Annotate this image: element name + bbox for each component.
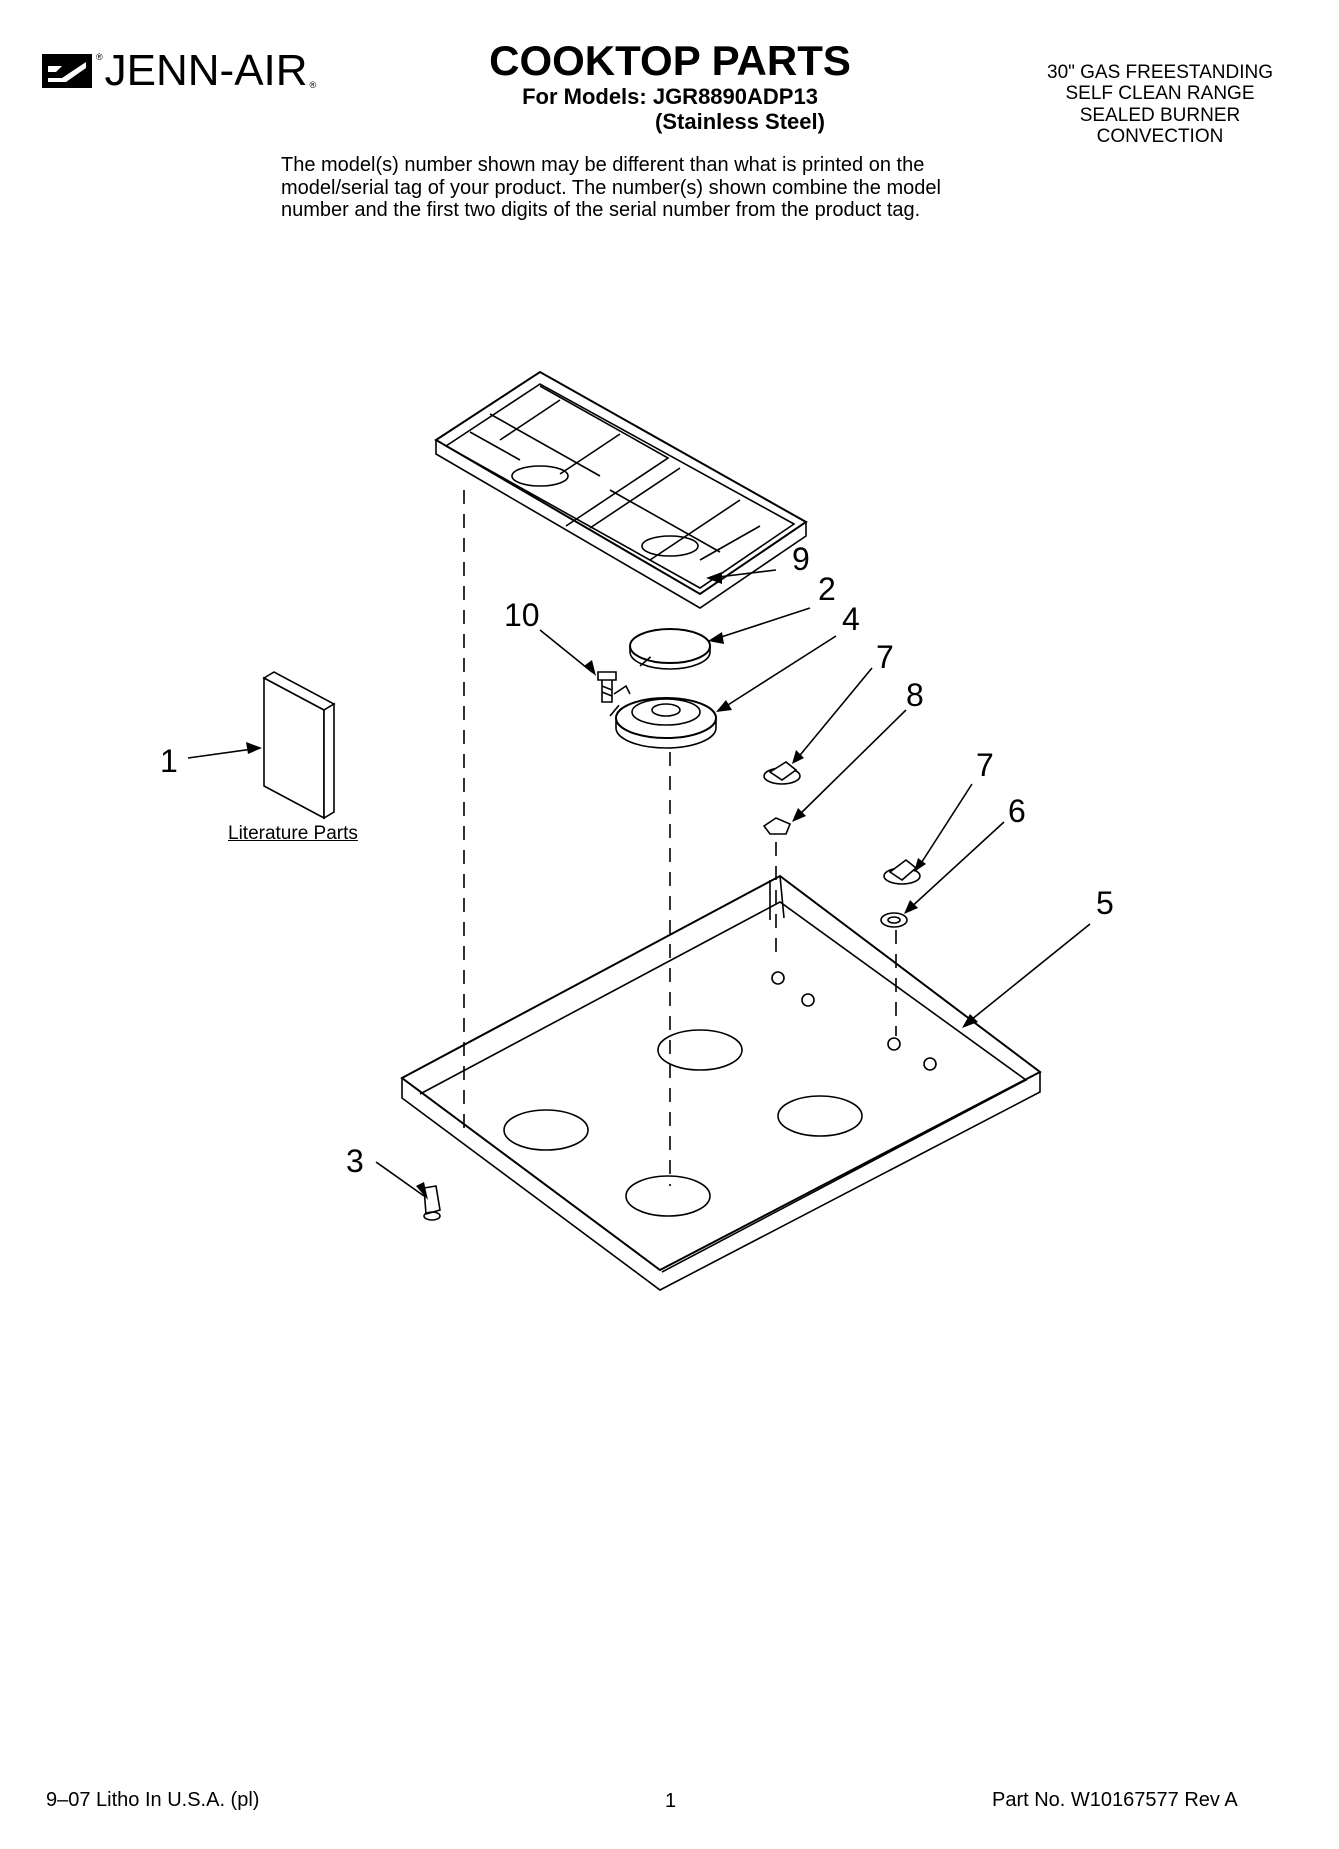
title-block: COOKTOP PARTS For Models: JGR8890ADP13 (…	[460, 40, 880, 136]
callout-6: 6	[1008, 793, 1026, 829]
models-line: For Models: JGR8890ADP13	[522, 84, 818, 109]
brand-wordmark: JENN-AIR	[104, 46, 308, 95]
burner-cap	[629, 628, 711, 670]
callout-2: 2	[818, 571, 836, 607]
callout-9: 9	[792, 541, 810, 577]
page-number: 1	[665, 1790, 677, 1812]
knob-bezel-upper	[762, 817, 792, 835]
knob-bezel-lower	[880, 912, 908, 928]
screw	[597, 671, 631, 703]
model-disclaimer: The model(s) number shown may be differe…	[281, 154, 1081, 222]
product-type-line: SEALED BURNER	[1079, 104, 1241, 126]
cooktop-bumper	[423, 1185, 441, 1221]
callout-3: 3	[346, 1143, 364, 1179]
brand-logo: ® JENN-AIR ®	[42, 46, 316, 96]
callout-7-lower: 7	[976, 747, 994, 783]
literature-booklet	[262, 671, 336, 820]
callout-1: 1	[160, 743, 178, 779]
disclaimer-line: number and the first two digits of the s…	[281, 199, 921, 222]
cooktop	[400, 874, 1042, 1291]
disclaimer-line: model/serial tag of your product. The nu…	[281, 176, 941, 199]
callout-10: 10	[504, 597, 540, 633]
callout-4: 4	[842, 601, 860, 637]
callout-8: 8	[906, 677, 924, 713]
print-info: 9–07 Litho In U.S.A. (pl)	[46, 1789, 260, 1811]
finish-line: (Stainless Steel)	[655, 109, 825, 135]
trademark-dot: ®	[309, 80, 317, 90]
disclaimer-line: The model(s) number shown may be differe…	[281, 154, 925, 176]
alignment-lines	[463, 490, 897, 1186]
registered-mark: ®	[96, 52, 103, 62]
burner-grate	[434, 370, 808, 609]
callout-7-upper: 7	[876, 639, 894, 675]
product-type-line: CONVECTION	[1096, 126, 1224, 148]
product-type: 30" GAS FREESTANDING SELF CLEAN RANGE SE…	[1010, 62, 1310, 148]
control-knob-lower	[883, 858, 921, 885]
control-knob-upper	[763, 761, 801, 785]
page-title: COOKTOP PARTS	[489, 37, 851, 84]
burner-base	[615, 697, 717, 749]
part-number: Part No. W10167577 Rev A	[992, 1789, 1238, 1811]
callout-5: 5	[1096, 885, 1114, 921]
product-type-line: 30" GAS FREESTANDING	[1047, 62, 1273, 83]
jenn-air-logo-icon	[42, 54, 92, 88]
leader-arrowheads	[246, 572, 978, 1200]
literature-parts-label: Literature Parts	[228, 823, 358, 844]
product-type-line: SELF CLEAN RANGE	[1065, 83, 1255, 105]
